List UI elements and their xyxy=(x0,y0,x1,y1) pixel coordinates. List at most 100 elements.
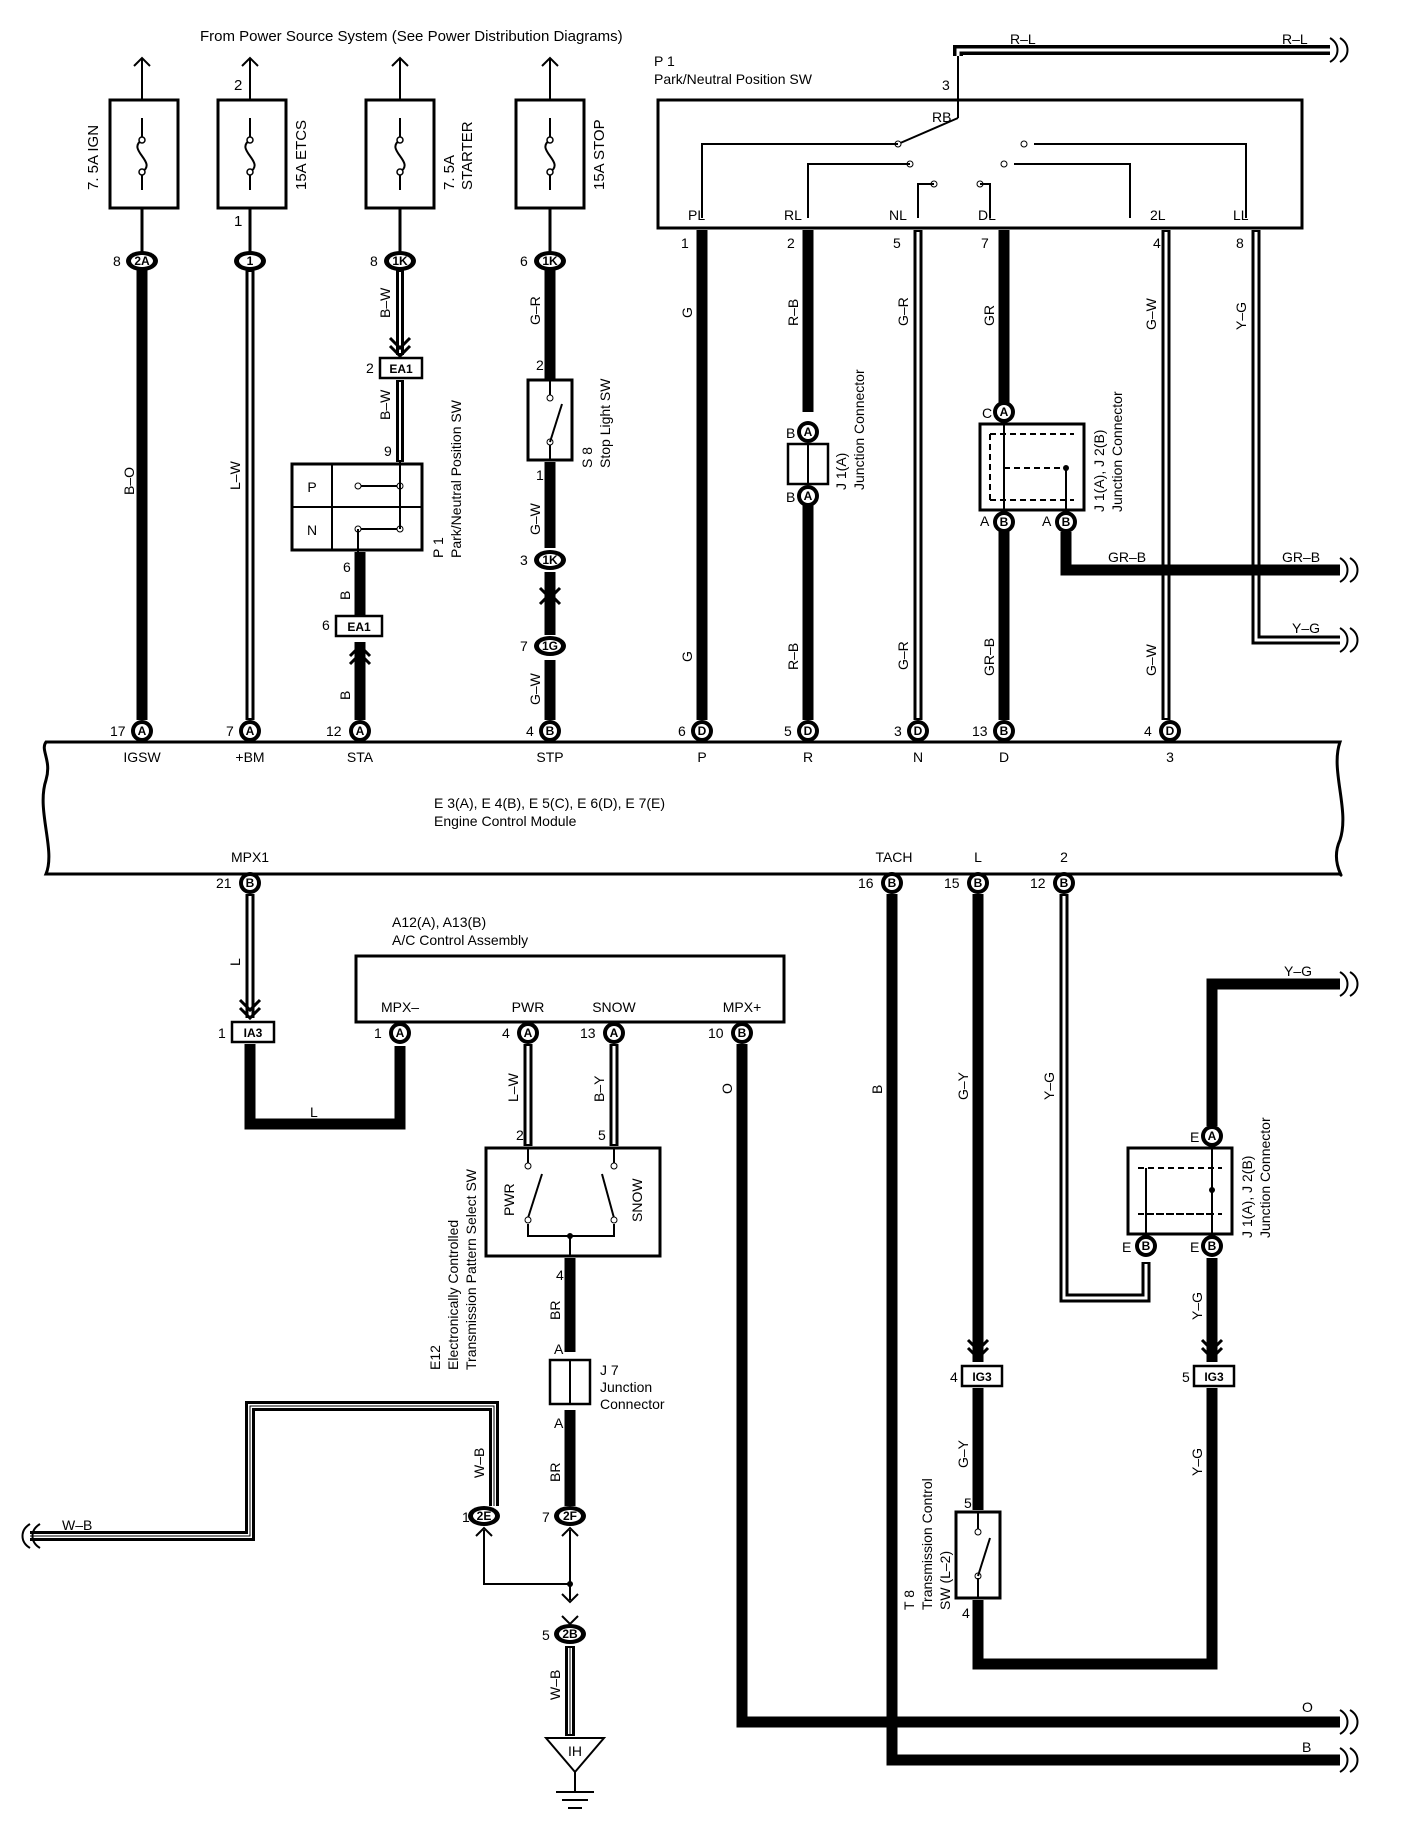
connector-ig3-b-id: IG3 xyxy=(1204,1370,1224,1384)
connector-1k-c-id: 1K xyxy=(542,553,558,567)
ecm-b-mpx1-conn: B xyxy=(246,876,255,890)
p1-main-t-2l: 2L xyxy=(1150,207,1166,223)
connector-ea1-b: 6 EA1 xyxy=(322,614,384,638)
j1a-b-bot: B xyxy=(786,489,795,505)
connector-ea1-b-id: EA1 xyxy=(347,620,371,634)
j7-a-top: A xyxy=(554,1341,564,1357)
e12-label-1: E12 xyxy=(427,1345,443,1370)
ecm-t-d-conn: B xyxy=(1000,724,1009,738)
connector-2e-pin: 1 xyxy=(462,1509,470,1525)
connector-ig3-b: 5 IG3 xyxy=(1182,1364,1236,1388)
ecm-t-bm-name: +BM xyxy=(235,749,264,765)
ac-t-pwr: PWR xyxy=(512,999,545,1015)
ecm-t-p-conn: D xyxy=(698,724,707,738)
ac-conn-4: A xyxy=(524,1026,533,1040)
j1j2-bot-e-2: E xyxy=(1122,1239,1131,1255)
connector-1g-id: 1G xyxy=(542,639,558,653)
connector-ig3-a-pin: 4 xyxy=(950,1369,958,1385)
fuse-stop-label: 15A STOP xyxy=(591,119,608,190)
wire-label-g-1: G xyxy=(679,307,695,318)
j1a-a-top: A xyxy=(804,425,813,439)
wire-label-w-b-1: W–B xyxy=(62,1517,92,1533)
wire-label-br-1: BR xyxy=(547,1301,563,1320)
wire-label-r-l-2: R–L xyxy=(1282,31,1308,47)
wire-label-g-w-3: G–W xyxy=(1143,297,1159,330)
connector-1k-a-id: 1K xyxy=(392,254,408,268)
ecm-t-bm-pin: 7 xyxy=(226,723,234,739)
ac-control-assembly: A12(A), A13(B) A/C Control Assembly MPX–… xyxy=(354,914,786,1044)
p1-main-t-ll: LL xyxy=(1233,207,1249,223)
wire-label-b-w-2: B–W xyxy=(377,389,393,420)
ac-conn-1: A xyxy=(396,1026,405,1040)
wire-label-g-w-4: G–W xyxy=(1143,643,1159,676)
connector-1k-a-pin: 8 xyxy=(370,253,378,269)
ecm-b-2-name: 2 xyxy=(1060,849,1068,865)
pattern-select-switch: PWR SNOW E12 Electronically Controlled T… xyxy=(427,1146,662,1370)
wire-label-y-g-1: Y–G xyxy=(1233,302,1249,330)
ecm-b-2-conn: B xyxy=(1060,876,1069,890)
ecm-t-igsw-name: IGSW xyxy=(123,749,161,765)
fuse-etcs: 2 15A ETCS 1 xyxy=(216,56,310,252)
connector-2e-id: 2E xyxy=(477,1509,492,1523)
connector-ia3-pin: 1 xyxy=(218,1025,226,1041)
e12-label-3: Transmission Pattern Select SW xyxy=(463,1168,479,1370)
j1j2-top-b-1: B xyxy=(1000,515,1009,529)
ecm-t-p-name: P xyxy=(697,749,706,765)
wire-label-y-g-6: Y–G xyxy=(1189,1448,1205,1476)
ac-pin-4: 4 xyxy=(502,1025,510,1041)
ac-pin-13: 13 xyxy=(580,1025,596,1041)
ecm-b-tach-pin: 16 xyxy=(858,875,874,891)
ecm-bottom-terminals: MPX1 21 B TACH 16 B L 15 B 2 12 B xyxy=(216,849,1075,894)
j1j2-bot-e-3: E xyxy=(1190,1239,1199,1255)
j1a-b-top: B xyxy=(786,425,795,441)
ecm-module: E 3(A), E 4(B), E 5(C), E 6(D), E 7(E) E… xyxy=(41,740,1345,877)
wire-label-b-4: B xyxy=(1302,1739,1311,1755)
e12-label-2: Electronically Controlled xyxy=(445,1220,461,1370)
stop-sw-label-2: Stop Light SW xyxy=(597,378,613,468)
wire-label-b-1: B xyxy=(337,591,353,600)
connector-ia3-id: IA3 xyxy=(244,1026,263,1040)
junction-j1a: B A B A J 1(A) Junction Connector xyxy=(786,369,867,507)
p1-main-label-2: Park/Neutral Position SW xyxy=(654,71,813,87)
e12-snow-label: SNOW xyxy=(629,1178,645,1222)
wire-label-g-w-1: G–W xyxy=(527,502,543,535)
p1-main-pin-5: 5 xyxy=(893,235,901,251)
connector-1k-c-pin: 3 xyxy=(520,552,528,568)
j1j2-bot-b-1: B xyxy=(1142,1239,1151,1253)
connector-ea1-a-id: EA1 xyxy=(389,362,413,376)
j1j2-top-a-3: A xyxy=(1042,513,1052,529)
fuse-etcs-label: 15A ETCS xyxy=(293,120,310,190)
connector-ig3-a: 4 IG3 xyxy=(950,1364,1004,1388)
fuse-starter-label-1: 7. 5A xyxy=(441,155,458,190)
wire-label-y-g-3: Y–G xyxy=(1041,1072,1057,1100)
junction-j7: J 7 Junction Connector xyxy=(548,1358,665,1412)
connector-ea1-a: 2 EA1 xyxy=(366,356,424,380)
stop-light-switch: 2 1 S 8 Stop Light SW xyxy=(526,357,613,483)
ecm-t-n-name: N xyxy=(913,749,923,765)
connector-2b-pin: 5 xyxy=(542,1627,550,1643)
wire-label-b-w-1: B–W xyxy=(377,287,393,318)
ecm-b-mpx1-pin: 21 xyxy=(216,875,232,891)
wire-label-gr-b-2: GR–B xyxy=(1108,549,1146,565)
wire-label-l-2: L xyxy=(310,1104,318,1120)
t8-pin-4: 4 xyxy=(962,1605,970,1621)
e12-pin-5: 5 xyxy=(598,1127,606,1143)
connector-2a-id: 2A xyxy=(134,254,150,268)
ac-pin-1: 1 xyxy=(374,1025,382,1041)
wire-label-b-2: B xyxy=(337,691,353,700)
p1-main-pin-8: 8 xyxy=(1236,235,1244,251)
wire-label-l-w-2: L–W xyxy=(505,1072,521,1102)
j1j2-bot-label-2: Junction Connector xyxy=(1257,1117,1273,1238)
ecm-label-1: E 3(A), E 4(B), E 5(C), E 6(D), E 7(E) xyxy=(434,795,665,811)
connector-1k-b-pin: 6 xyxy=(520,253,528,269)
ecm-t-3-pin: 4 xyxy=(1144,723,1152,739)
j1a-a-bot: A xyxy=(804,489,813,503)
e12-pin-4: 4 xyxy=(556,1267,564,1283)
ecm-b-tach-name: TACH xyxy=(875,849,912,865)
ecm-t-3-name: 3 xyxy=(1166,749,1174,765)
ecm-t-stp-name: STP xyxy=(536,749,563,765)
ac-pin-10: 10 xyxy=(708,1025,724,1041)
transmission-control-switch: 5 4 T 8 Transmission Control SW (L–2) xyxy=(901,1478,1002,1621)
connector-2a-pin: 8 xyxy=(113,253,121,269)
